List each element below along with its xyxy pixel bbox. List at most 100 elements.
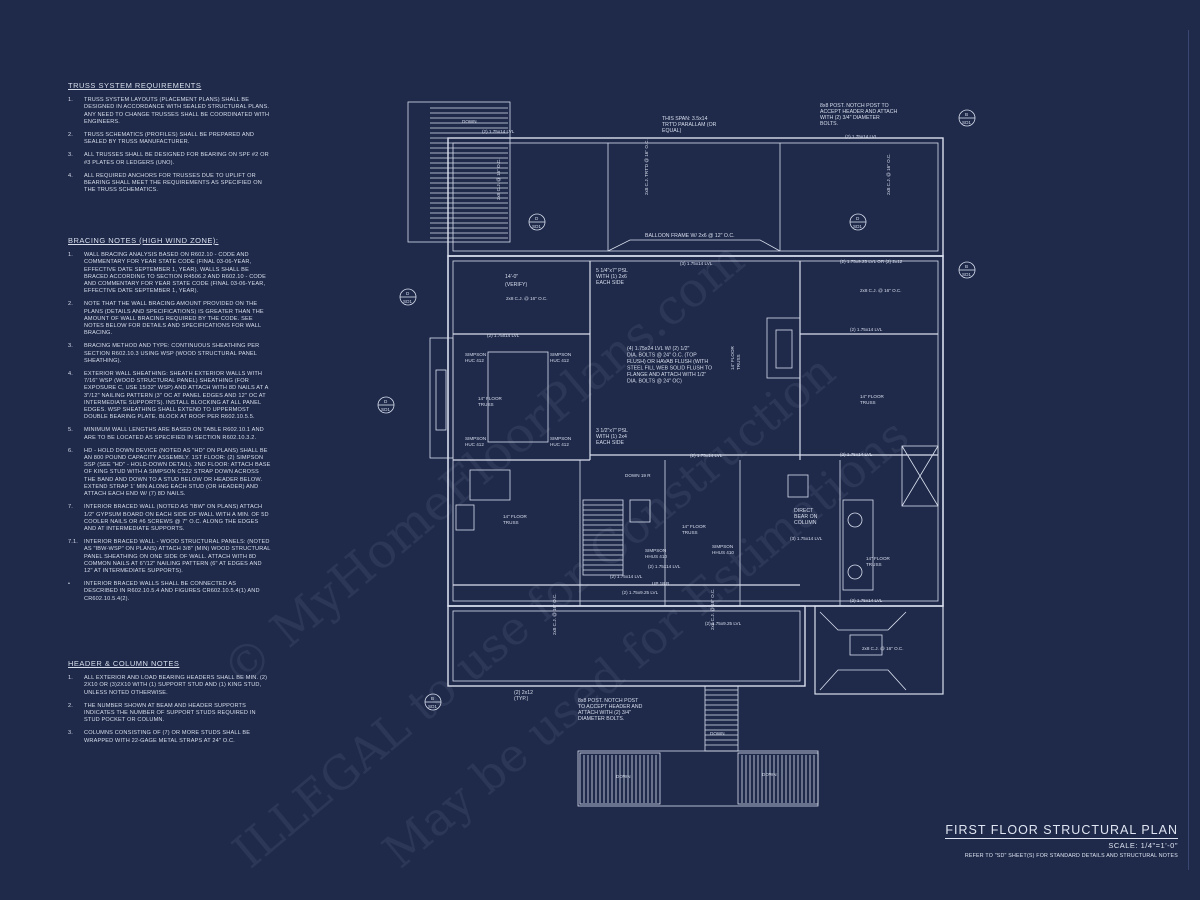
section-tag-letter: B [965,112,968,117]
bracing-note-item: 2. NOTE THAT THE WALL BRACING AMOUNT PROV… [66,301,271,337]
sheet-title: FIRST FLOOR STRUCTURAL PLAN [945,823,1178,839]
note-number: 6. [68,447,73,454]
note-text: ALL EXTERIOR AND LOAD BEARING HEADERS SH… [84,675,268,696]
note-text: TRUSS SCHEMATICS (PROFILES) SHALL BE PRE… [84,132,255,146]
note-text: TRUSS SYSTEM LAYOUTS (PLACEMENT PLANS) S… [84,97,270,125]
note-number: 2. [68,301,73,308]
stair-label: DOWN 19 R [625,473,651,478]
stair-label: UP 18 R [652,581,670,586]
dimension-label: 14'-0"(VERIFY) [505,274,527,288]
beam-label: (2) 1.75x14 LVL [850,327,883,332]
header-note-item: 1. ALL EXTERIOR AND LOAD BEARING HEADERS … [66,675,271,697]
floor-truss-label: 14" FLOORTRUSS [730,345,741,370]
note-text: ALL REQUIRED ANCHORS FOR TRUSSES DUE TO … [84,172,262,194]
bracing-note-item: 4.EXTERIOR WALL SHEATHING: SHEATH EXTERI… [66,371,271,421]
bolt-note: (4) 1.75x24 LVL W/ (2) 1/2"DIA. BOLTS @ … [627,346,712,385]
beam-label: (2) 1.75x14 LVL [690,453,723,458]
note-text: BRACING METHOD AND TYPE: CONTINUOUS SHEA… [84,343,260,364]
note-number: 5. [68,427,73,434]
stair-label: DOWN [616,774,631,779]
fireplace-inner [775,329,793,369]
note-text: MINIMUM WALL LENGTHS ARE BASED ON TABLE … [84,427,264,441]
note-number: 7. [68,504,73,511]
bracing-note-item: 7.1.INTERIOR BRACED WALL - WOOD STRUCTUR… [66,539,271,575]
beam-label: (2) 1.75x9.25 LVL OR (2) 2x12 [840,259,903,264]
note-number: 3. [68,730,73,737]
section-tag-letter: D [535,216,539,221]
porch-bottom-right [814,605,944,695]
toilet-1 [629,499,651,523]
truss-note-item: 2.TRUSS SCHEMATICS (PROFILES) SHALL BE P… [66,132,271,146]
note-number: 7.1. [68,539,78,546]
note-number: 1. [68,675,73,682]
note-number: 3. [68,152,73,159]
stair-treads-interior [583,504,623,571]
beam-label: (2) 1.75x14 LVL [648,564,681,569]
note-text: WALL BRACING ANALYSIS BASED ON R602.10 -… [84,252,266,295]
kitchen-island [487,351,549,443]
bracing-notes-heading: BRACING NOTES (HIGH WIND ZONE): [68,236,219,245]
beam-label: (2) 1.75x14 LVL [850,598,883,603]
truss-notes: TRUSS SYSTEM REQUIREMENTS 1.TRUSS SYSTEM… [66,82,271,200]
joist-label: 2x8 C.J. @ 16" O.C. [886,153,891,195]
beam-labels: (2) 1.75x14 LVL (2) 1.75x14 LVL (3) 1.75x1… [482,129,903,626]
note-number: 2. [68,702,73,709]
section-tag-letter: B [965,264,968,269]
stair-bottom-left [579,752,661,805]
stair-treads-bottom [583,689,815,803]
note-number: • [68,581,71,588]
stair-top-left [407,101,511,243]
watermark: © MyHomeFloorPlans.com ILLEGAL to use fo… [212,231,919,879]
note-number: 3. [68,343,73,350]
note-number: 4. [68,172,73,179]
joist-label: 2x8 C.J. @ 16" O.C. [552,593,557,635]
joist-label: 2x8 C.J. @ 16" O.C. [860,288,902,293]
sink-2 [847,564,863,580]
beam-label: (2) 1.75x14 LVL [482,129,515,134]
joist-label: 2x8 C.J. @ 16" O.C. [506,296,548,301]
sheet-title-block: FIRST FLOOR STRUCTURAL PLAN SCALE: 1/4"=… [945,823,1178,859]
note-number: 1. [68,97,73,104]
beam-label: (3) 1.75x14 LVL [680,261,713,266]
fireplace [766,317,801,379]
porch-top-inner [452,142,939,252]
note-text: NOTE THAT THE WALL BRACING AMOUNT PROVID… [84,301,264,337]
truss-note-item: 1. TRUSS SYSTEM LAYOUTS (PLACEMENT PLANS)… [66,97,271,126]
section-tag-sheet: SD1 [381,407,390,412]
note-text: INTERIOR BRACED WALLS SHALL BE CONNECTED… [84,581,260,602]
header-note-item: 2.THE NUMBER SHOWN AT BEAM AND HEADER SU… [66,703,271,725]
sheet-border-line [1188,30,1189,870]
porch-bay-lower [819,669,907,691]
bracing-note-item: 5. MINIMUM WALL LENGTHS ARE BASED ON TABL… [66,427,271,441]
bracing-note-item: 3. BRACING METHOD AND TYPE: CONTINUOUS SH… [66,343,271,365]
porch-bay [819,611,907,631]
note-number: 1. [68,252,73,259]
bracing-note-item: 6.HD - HOLD DOWN DEVICE (NOTED AS "HD" O… [66,448,271,498]
vanity [842,499,874,591]
bracing-note-item: 1. WALL BRACING ANALYSIS BASED ON R602.10… [66,252,271,295]
truss-notes-list: 1. TRUSS SYSTEM LAYOUTS (PLACEMENT PLANS)… [66,97,271,194]
bracing-note-item: • INTERIOR BRACED WALLS SHALL BE CONNECTE… [66,581,271,603]
beam-label: (2) 1.75x14 LVL [610,574,643,579]
beam-box [849,634,883,656]
truss-note-item: 3.ALL TRUSSES SHALL BE DESIGNED FOR BEAR… [66,152,271,166]
stair-label: DOWN [462,119,477,124]
note-number: 4. [68,371,73,378]
bracing-notes: BRACING NOTES (HIGH WIND ZONE): 1. WALL B… [66,237,271,609]
shower-x-2 [901,445,939,507]
beam-label: (2) 1.75x14 LVL [845,134,878,139]
